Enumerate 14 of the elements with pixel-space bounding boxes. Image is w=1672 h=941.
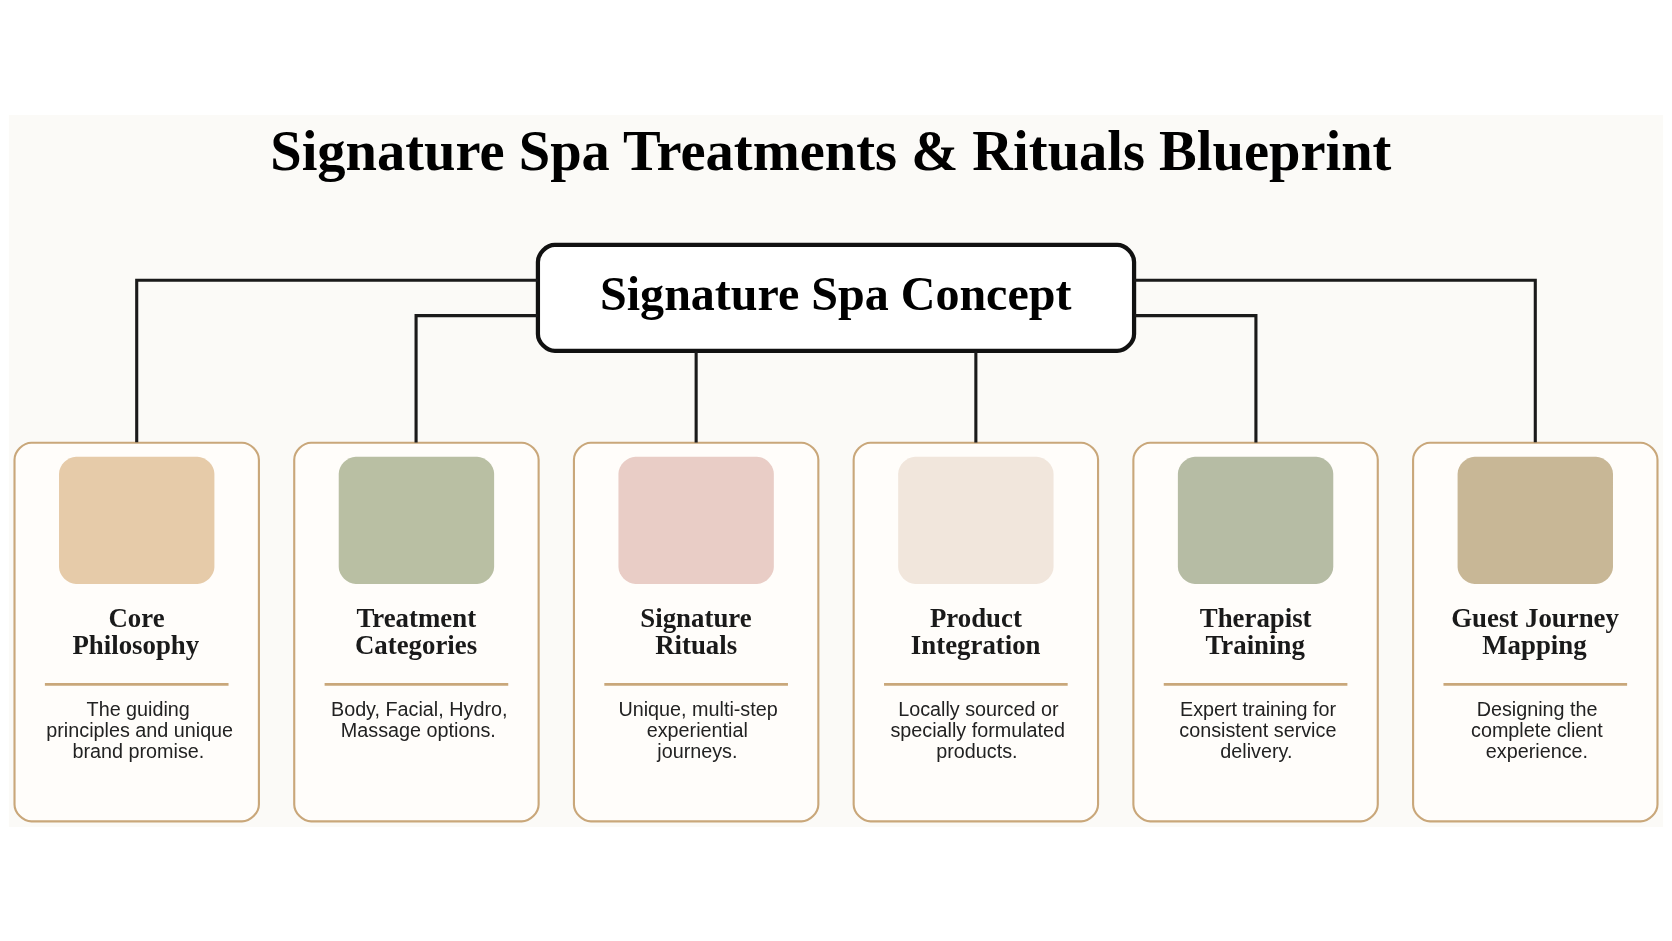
connector	[694, 350, 698, 442]
node-box: Signature Spa Concept	[535, 242, 1137, 353]
connector	[1134, 313, 1258, 442]
diagram-title: Signature Spa Treatments & Rituals Blueprint	[270, 119, 1392, 182]
node-box: Core Philosophy The guiding principles and unique brand promise.	[13, 441, 260, 822]
connector	[974, 350, 978, 442]
node-box: Treatment Categories Body, Facial, Hydro, Massage options.	[293, 441, 540, 822]
node-box: Product Integration Locally sourced or specially formulated products.	[852, 441, 1100, 822]
connector	[414, 313, 538, 442]
connector	[135, 278, 538, 442]
node-box: Guest Journey Mapping Designing the complete client experience.	[1412, 441, 1659, 822]
connector	[1134, 278, 1537, 442]
node-box: Therapist Training Expert training for consistent service delivery.	[1132, 441, 1379, 822]
node-box: Signature Rituals Unique, multi-step experiential journeys.	[572, 441, 820, 822]
